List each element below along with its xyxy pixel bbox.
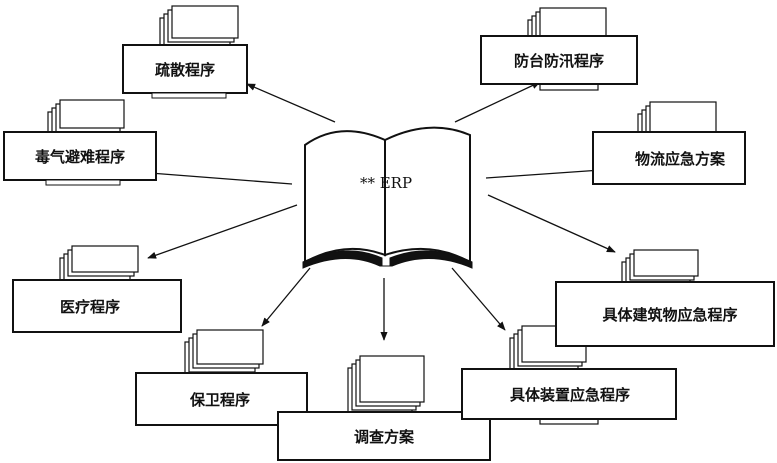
node-label-building: 具体建筑物应急程序 [602, 306, 737, 324]
book-left-page [304, 130, 386, 264]
arrow-to-security [261, 267, 311, 327]
node-typhoon-flood: 防台防汛程序 [480, 35, 638, 85]
arrow-to-equipment [451, 267, 506, 331]
node-label-medical: 医疗程序 [60, 298, 120, 316]
arrow-to-medical [147, 204, 298, 259]
document-stack-investigation [347, 355, 425, 415]
node-medical: 医疗程序 [12, 279, 182, 333]
node-equipment: 具体装置应急程序 [461, 368, 677, 420]
document-stack-toxic-gas [47, 99, 125, 141]
book-right-page [384, 126, 471, 264]
document-stack-medical [59, 245, 139, 285]
erp-book: ** ERP [302, 126, 473, 269]
erp-center-label: ** ERP [360, 174, 412, 192]
node-toxic-gas: 毒气避难程序 [3, 131, 157, 186]
book-cover-bottom [302, 250, 473, 269]
node-label-evacuation: 疏散程序 [155, 61, 215, 79]
node-investigation: 调查方案 [277, 411, 491, 461]
arrow-to-evacuation [246, 83, 336, 123]
node-label-investigation: 调查方案 [354, 428, 415, 446]
node-label-logistics: 物流应急方案 [635, 150, 726, 168]
document-stack-security [184, 329, 264, 377]
node-building: 具体建筑物应急程序 [555, 281, 775, 347]
node-label-equipment: 具体装置应急程序 [510, 386, 630, 404]
node-label-typhoon-flood: 防台防汛程序 [514, 52, 604, 70]
arrow-to-building [487, 194, 616, 253]
document-stack-evacuation [159, 5, 239, 51]
node-label-toxic-gas: 毒气避难程序 [35, 148, 125, 166]
arrow-to-typhoon-flood [454, 81, 541, 123]
node-evacuation: 疏散程序 [122, 44, 248, 99]
node-label-security: 保卫程序 [189, 391, 250, 409]
node-logistics: 物流应急方案 [592, 131, 746, 185]
arrow-to-toxic-gas [136, 169, 293, 185]
